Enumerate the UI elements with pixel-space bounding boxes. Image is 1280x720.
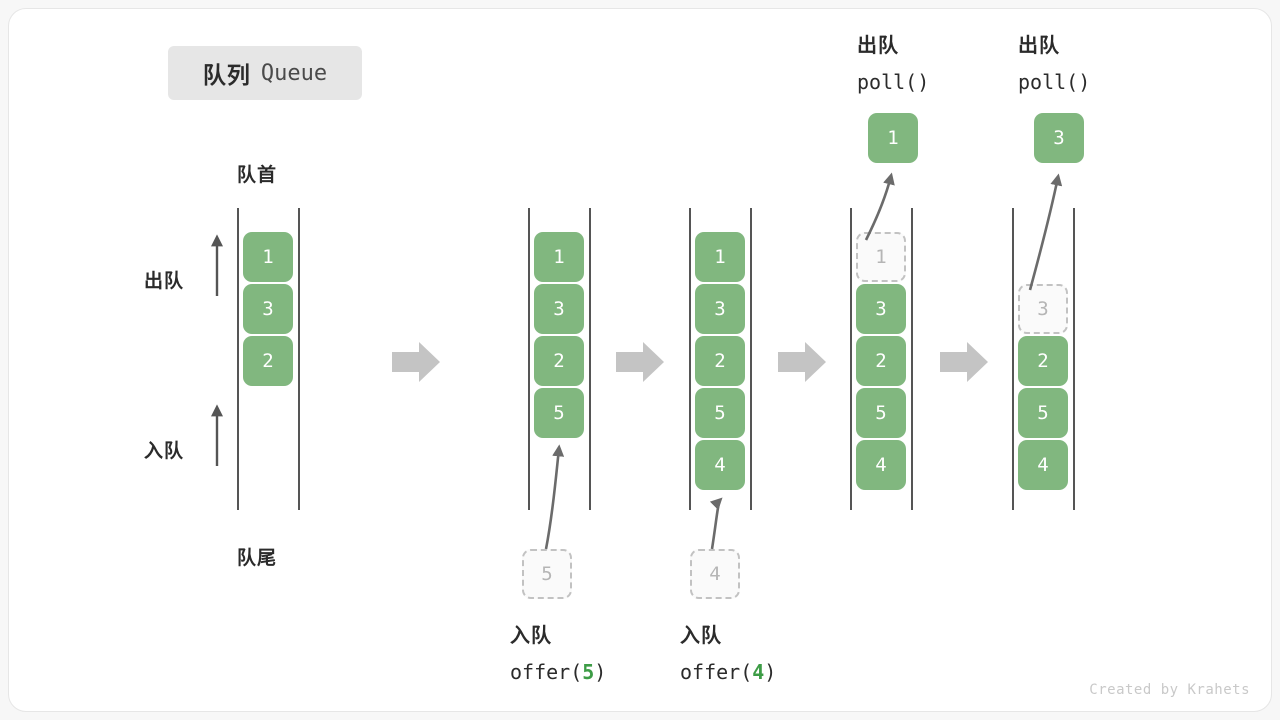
queue-slot: 1 — [695, 232, 745, 282]
queue-slot: 4 — [695, 440, 745, 490]
code-call-pre: offer( — [510, 660, 583, 684]
queue-slot: 2 — [534, 336, 584, 386]
incoming-element-box: 4 — [690, 549, 740, 599]
credit-text: Created by Krahets — [1089, 682, 1250, 698]
queue-slot: 3 — [534, 284, 584, 334]
code-call-post: ) — [764, 660, 777, 684]
queue-slot: 5 — [856, 388, 906, 438]
operation-caption-cn: 入队 — [510, 625, 552, 647]
operation-header-cn: 出队 — [1018, 35, 1060, 57]
queue-rail-left — [1012, 208, 1014, 510]
code-call-post: ) — [594, 660, 607, 684]
queue-slot: 1 — [243, 232, 293, 282]
code-call-pre: offer( — [680, 660, 753, 684]
queue-slot: 1 — [856, 232, 906, 282]
operation-caption-offer-4: 入队 offer(4) — [680, 618, 776, 690]
queue-slot: 5 — [1018, 388, 1068, 438]
queue-rail-right — [1073, 208, 1075, 510]
queue-slot: 4 — [856, 440, 906, 490]
popped-element-box: 3 — [1034, 113, 1084, 163]
incoming-element-box: 5 — [522, 549, 572, 599]
queue-rail-right — [750, 208, 752, 510]
figure-title-chip: 队列 Queue — [168, 46, 362, 100]
queue-rail-right — [589, 208, 591, 510]
queue-slot: 5 — [534, 388, 584, 438]
queue-rail-right — [911, 208, 913, 510]
queue-rail-left — [850, 208, 852, 510]
figure-card — [8, 8, 1272, 712]
queue-rail-left — [689, 208, 691, 510]
dequeue-direction-label: 出队 — [144, 271, 185, 292]
queue-tail-label: 队尾 — [237, 548, 278, 569]
operation-caption-code: offer(4) — [680, 654, 776, 690]
queue-slot: 3 — [856, 284, 906, 334]
operation-header-poll-3: 出队 poll() — [1018, 28, 1090, 100]
queue-head-label: 队首 — [237, 165, 278, 186]
figure-title-en: Queue — [260, 60, 328, 86]
enqueue-direction-label: 入队 — [144, 441, 185, 462]
queue-slot: 5 — [695, 388, 745, 438]
queue-slot: 3 — [243, 284, 293, 334]
queue-rail-right — [298, 208, 300, 510]
queue-rail-left — [237, 208, 239, 510]
operation-caption-offer-5: 入队 offer(5) — [510, 618, 606, 690]
queue-slot: 3 — [1018, 284, 1068, 334]
queue-slot: 2 — [695, 336, 745, 386]
operation-header-code: poll() — [857, 70, 930, 94]
operation-header-poll-1: 出队 poll() — [857, 28, 929, 100]
queue-rail-left — [528, 208, 530, 510]
operation-header-cn: 出队 — [857, 35, 899, 57]
queue-slot: 2 — [243, 336, 293, 386]
operation-caption-code: offer(5) — [510, 654, 606, 690]
operation-header-code: poll() — [1018, 70, 1091, 94]
figure-title-cn: 队列 — [202, 62, 251, 88]
operation-caption-cn: 入队 — [680, 625, 722, 647]
queue-slot: 2 — [1018, 336, 1068, 386]
queue-slot: 2 — [856, 336, 906, 386]
code-call-arg: 5 — [582, 660, 595, 684]
queue-slot: 3 — [695, 284, 745, 334]
code-call-arg: 4 — [752, 660, 765, 684]
popped-element-box: 1 — [868, 113, 918, 163]
queue-slot: 4 — [1018, 440, 1068, 490]
queue-slot: 1 — [534, 232, 584, 282]
